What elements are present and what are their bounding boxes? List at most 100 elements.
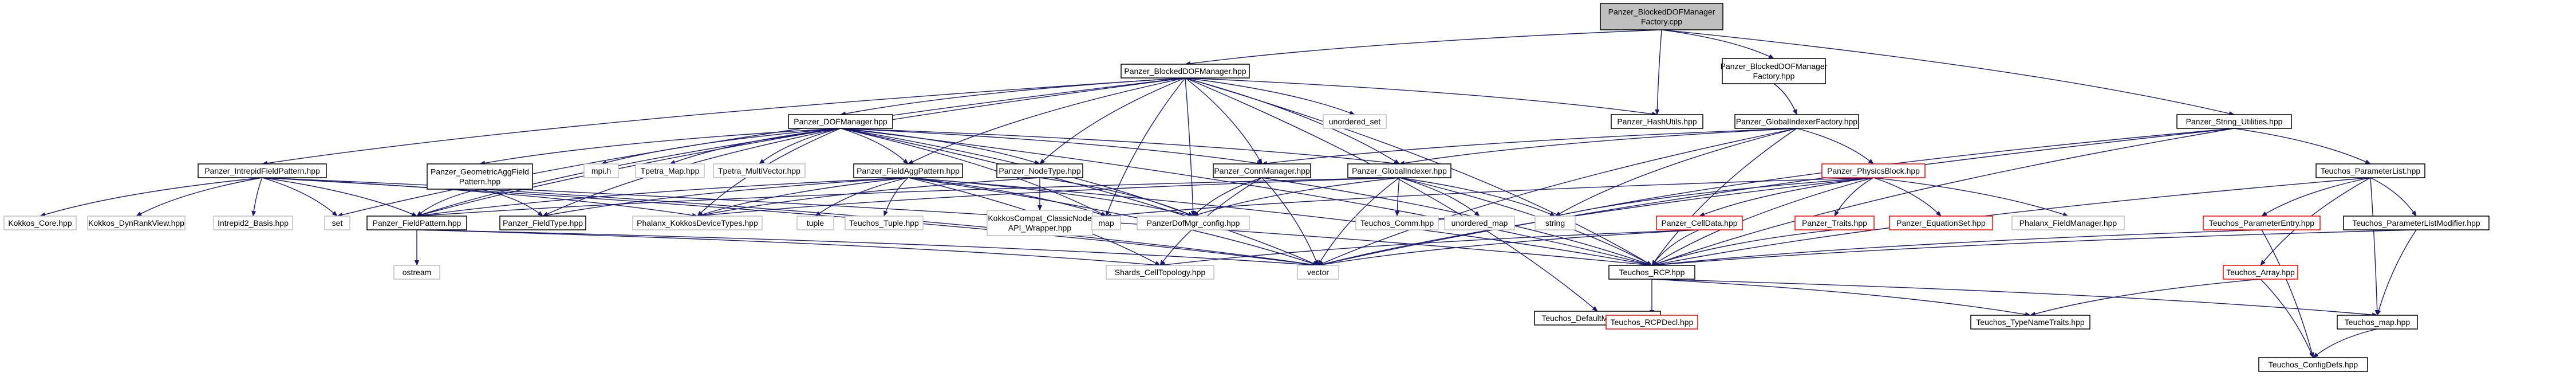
node-shards-cell-topology: Shards_CellTopology.hpp xyxy=(1106,265,1214,280)
node-field-type[interactable]: Panzer_FieldType.hpp xyxy=(499,216,586,230)
node-label: Panzer_String_Utilities.hpp xyxy=(2186,117,2283,126)
node-field-agg-pattern[interactable]: Panzer_FieldAggPattern.hpp xyxy=(853,163,963,178)
node-teuchos-array[interactable]: Teuchos_Array.hpp xyxy=(2223,265,2298,280)
node-intrepid-field-pattern[interactable]: Panzer_IntrepidFieldPattern.hpp xyxy=(198,163,327,178)
edge-physics_block-to-map xyxy=(1106,177,1874,218)
edge-blocked_dof_mgr-to-panzer_dof_mgr_config xyxy=(1185,77,1196,217)
edge-global_indexer-to-string xyxy=(1399,177,1556,217)
node-teuchos-tuple: Teuchos_Tuple.hpp xyxy=(845,216,924,230)
node-label: Intrepid2_Basis.hpp xyxy=(218,218,289,228)
edge-teuchos_rcp-to-teuchos_map xyxy=(1651,279,2378,318)
node-label: Teuchos_TypeNameTraits.hpp xyxy=(1976,318,2085,327)
node-box xyxy=(1347,163,1451,178)
edge-physics_block-to-teuchos_rcp xyxy=(1651,177,1874,266)
node-label: Kokkos_DynRankView.hpp xyxy=(88,218,184,228)
node-box xyxy=(1213,163,1311,178)
node-box xyxy=(87,216,186,230)
node-global-indexer[interactable]: Panzer_GlobalIndexer.hpp xyxy=(1347,163,1451,178)
node-box xyxy=(2258,357,2368,372)
node-box xyxy=(1611,114,1703,129)
node-equation-set[interactable]: Panzer_EquationSet.hpp xyxy=(1889,216,1993,230)
node-label: Phalanx_KokkosDeviceTypes.hpp xyxy=(637,218,758,228)
node-teuchos-parameter-list-modifier[interactable]: Teuchos_ParameterListModifier.hpp xyxy=(2343,216,2490,230)
node-label: Teuchos_ParameterEntry.hpp xyxy=(2209,218,2314,228)
edges-layer xyxy=(40,29,2417,358)
node-label: vector xyxy=(1307,268,1329,277)
node-box xyxy=(996,163,1083,178)
node-physics-block[interactable]: Panzer_PhysicsBlock.hpp xyxy=(1821,163,1926,178)
node-teuchos-parameter-entry[interactable]: Teuchos_ParameterEntry.hpp xyxy=(2203,216,2321,230)
edge-string_utilities-to-teuchos_rcp xyxy=(1651,128,2235,266)
edge-geometric_agg_field_pattern-to-field_pattern xyxy=(416,189,480,217)
edge-root-to-hash_utils xyxy=(1655,29,1662,115)
node-label: Factory.cpp xyxy=(1641,17,1682,26)
node-unordered-set: unordered_set xyxy=(1323,114,1387,129)
edge-blocked_dof_mgr-to-teuchos_default_mpi_comm xyxy=(1185,77,1598,312)
node-panzer-traits[interactable]: Panzer_Traits.hpp xyxy=(1794,216,1875,230)
node-teuchos-rcp-decl[interactable]: Teuchos_RCPDecl.hpp xyxy=(1605,315,1698,330)
node-dof-manager[interactable]: Panzer_DOFManager.hpp xyxy=(788,114,893,129)
edge-field_pattern-to-shards_cell_topology xyxy=(416,229,1161,268)
edge-field_agg_pattern-to-tuple xyxy=(815,177,909,217)
node-field-pattern[interactable]: Panzer_FieldPattern.hpp xyxy=(366,216,467,230)
node-phalanx-kokkos-device-types: Phalanx_KokkosDeviceTypes.hpp xyxy=(632,216,763,230)
edge-geometric_agg_field_pattern-to-vector xyxy=(479,189,1319,267)
node-box xyxy=(1106,265,1214,280)
edge-field_agg_pattern-to-teuchos_tuple xyxy=(883,177,909,217)
edge-blocked_dof_mgr-to-conn_manager xyxy=(1185,77,1263,164)
edge-global_indexer-to-panzer_dof_mgr_config xyxy=(1193,177,1400,217)
node-blocked-dof-mgr[interactable]: Panzer_BlockedDOFManager.hpp xyxy=(1121,64,1250,79)
edge-blocked_dof_mgr-to-teuchos_rcp xyxy=(1185,77,1652,266)
node-label: Panzer_FieldAggPattern.hpp xyxy=(857,166,960,175)
node-tpetra-multivector: Tpetra_MultiVector.hpp xyxy=(713,163,806,178)
edge-cell_data-to-teuchos_rcp xyxy=(1651,229,1700,266)
edge-physics_block-to-cell_data xyxy=(1699,177,1874,217)
node-box xyxy=(1794,216,1875,230)
node-teuchos-default-mpi-comm[interactable]: Teuchos_DefaultMpiComm.hpp xyxy=(1534,311,1661,326)
node-teuchos-type-name-traits[interactable]: Teuchos_TypeNameTraits.hpp xyxy=(1970,315,2090,330)
node-box xyxy=(393,265,440,280)
node-label: Panzer_Traits.hpp xyxy=(1802,218,1867,228)
node-hash-utils[interactable]: Panzer_HashUtils.hpp xyxy=(1611,114,1703,129)
node-teuchos-parameter-list[interactable]: Teuchos_ParameterList.hpp xyxy=(2315,163,2425,178)
edge-teuchos_parameter_list-to-teuchos_parameter_entry xyxy=(2261,177,2371,217)
node-box xyxy=(1970,315,2090,330)
node-label: Teuchos_ParameterList.hpp xyxy=(2321,166,2421,175)
edge-blocked_dof_mgr-to-hash_utils xyxy=(1185,77,1658,116)
node-label: unordered_map xyxy=(1451,218,1508,228)
node-teuchos-rcp[interactable]: Teuchos_RCP.hpp xyxy=(1608,265,1695,280)
edge-blocked_dof_mgr-to-unordered_set xyxy=(1185,77,1355,115)
node-label: mpi.h xyxy=(591,166,611,175)
node-node-type[interactable]: Panzer_NodeType.hpp xyxy=(996,163,1083,178)
edge-blocked_dof_mgr-to-set xyxy=(337,77,1186,217)
node-tpetra-map: Tpetra_Map.hpp xyxy=(635,163,705,178)
node-teuchos-config-defs[interactable]: Teuchos_ConfigDefs.hpp xyxy=(2258,357,2368,372)
node-label: ostream xyxy=(403,268,432,277)
edge-field_agg_pattern-to-field_type xyxy=(542,177,909,218)
node-label: Panzer_ConnManager.hpp xyxy=(1214,166,1310,175)
node-label: KokkosCompat_ClassicNode xyxy=(988,214,1092,223)
node-teuchos-map[interactable]: Teuchos_map.hpp xyxy=(2337,315,2418,330)
node-box xyxy=(2223,265,2298,280)
node-conn-manager[interactable]: Panzer_ConnManager.hpp xyxy=(1213,163,1311,178)
node-set: set xyxy=(324,216,350,230)
node-box xyxy=(427,163,533,190)
edge-root-to-string_utilities xyxy=(1661,29,2235,116)
node-label: Teuchos_Tuple.hpp xyxy=(849,218,919,228)
edge-global_indexer-to-unordered_map xyxy=(1399,177,1480,217)
node-cell-data[interactable]: Panzer_CellData.hpp xyxy=(1656,216,1743,230)
edge-teuchos_array-to-teuchos_type_name_traits xyxy=(2030,279,2261,316)
node-box xyxy=(632,216,763,230)
edge-dof_manager-to-map xyxy=(840,128,1107,217)
node-global-indexer-factory[interactable]: Panzer_GlobalIndexerFactory.hpp xyxy=(1734,114,1859,129)
node-kokkos-core: Kokkos_Core.hpp xyxy=(3,216,77,230)
node-string-utilities[interactable]: Panzer_String_Utilities.hpp xyxy=(2176,114,2292,129)
edge-blocked_dof_mgr-to-map xyxy=(1106,77,1186,217)
node-vector: vector xyxy=(1297,265,1339,280)
node-label: Phalanx_FieldManager.hpp xyxy=(2019,218,2117,228)
